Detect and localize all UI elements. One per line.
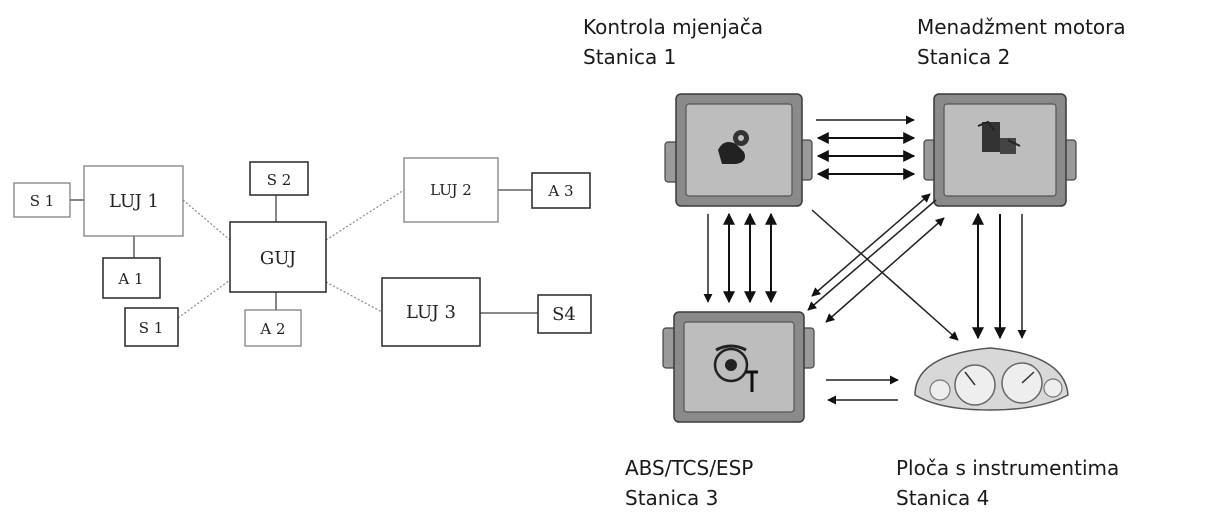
gauge-cluster-icon	[929, 362, 1063, 406]
left-network: S 1 LUJ 1 A 1 S 1 S 2 GUJ A 2 LUJ 2	[13, 157, 592, 347]
brake-icon	[713, 344, 758, 392]
ecu-engine	[923, 93, 1077, 207]
link-guj-luj2	[325, 189, 405, 241]
arrows-diagonal	[807, 193, 959, 341]
node-a3: A 3	[531, 172, 591, 209]
node-s4: S4	[537, 294, 592, 334]
node-a1-label: A 1	[117, 270, 143, 288]
node-s1-bottom: S 1	[124, 307, 179, 347]
node-a1: A 1	[102, 257, 161, 299]
caption-station-1-number: Stanica 1	[583, 45, 677, 69]
caption-station-3: ABS/TCS/ESP Stanica 3	[625, 453, 753, 513]
caption-station-2-title: Menadžment motora	[917, 15, 1126, 39]
node-a3-label: A 3	[547, 182, 573, 200]
node-luj1: LUJ 1	[83, 165, 184, 237]
instrument-cluster	[914, 347, 1069, 411]
node-luj2-label: LUJ 2	[430, 181, 472, 199]
arrows-s3-s4	[826, 375, 899, 405]
ecu-transmission	[664, 93, 813, 207]
node-luj3: LUJ 3	[381, 277, 481, 347]
arrows-s2-s4	[972, 212, 1027, 340]
link-luj1-guj	[182, 199, 231, 241]
node-a2-label: A 2	[259, 320, 285, 338]
gear-hand-icon	[718, 130, 749, 164]
caption-station-1: Kontrola mjenjača Stanica 1	[583, 12, 763, 72]
node-a2: A 2	[244, 309, 302, 347]
caption-station-1-title: Kontrola mjenjača	[583, 15, 764, 39]
node-s2: S 2	[249, 161, 309, 196]
node-luj1-label: LUJ 1	[109, 191, 159, 212]
node-guj-label: GUJ	[260, 248, 296, 269]
node-s1-top: S 1	[13, 182, 71, 218]
link-s1b-guj	[177, 279, 231, 319]
engine-icon	[977, 120, 1021, 154]
link-guj-luj3	[325, 281, 383, 313]
caption-station-2: Menadžment motora Stanica 2	[917, 12, 1126, 72]
ecu-abs	[662, 311, 815, 423]
caption-station-4-number: Stanica 4	[896, 486, 990, 510]
caption-station-4: Ploča s instrumentima Stanica 4	[896, 453, 1119, 513]
caption-station-3-title: ABS/TCS/ESP	[625, 456, 754, 480]
caption-station-2-number: Stanica 2	[917, 45, 1011, 69]
node-guj: GUJ	[229, 221, 327, 293]
node-luj3-label: LUJ 3	[406, 302, 456, 323]
caption-station-3-number: Stanica 3	[625, 486, 719, 510]
arrows-s1-s2	[816, 115, 916, 180]
arrows-s1-s3	[703, 212, 777, 304]
node-s4-label: S4	[552, 304, 576, 325]
node-s2-label: S 2	[267, 171, 292, 189]
can-network	[662, 93, 1077, 423]
caption-station-4-title: Ploča s instrumentima	[896, 456, 1120, 480]
node-s1-bottom-label: S 1	[139, 319, 164, 337]
node-luj2: LUJ 2	[403, 157, 499, 223]
node-s1-top-label: S 1	[30, 192, 55, 210]
